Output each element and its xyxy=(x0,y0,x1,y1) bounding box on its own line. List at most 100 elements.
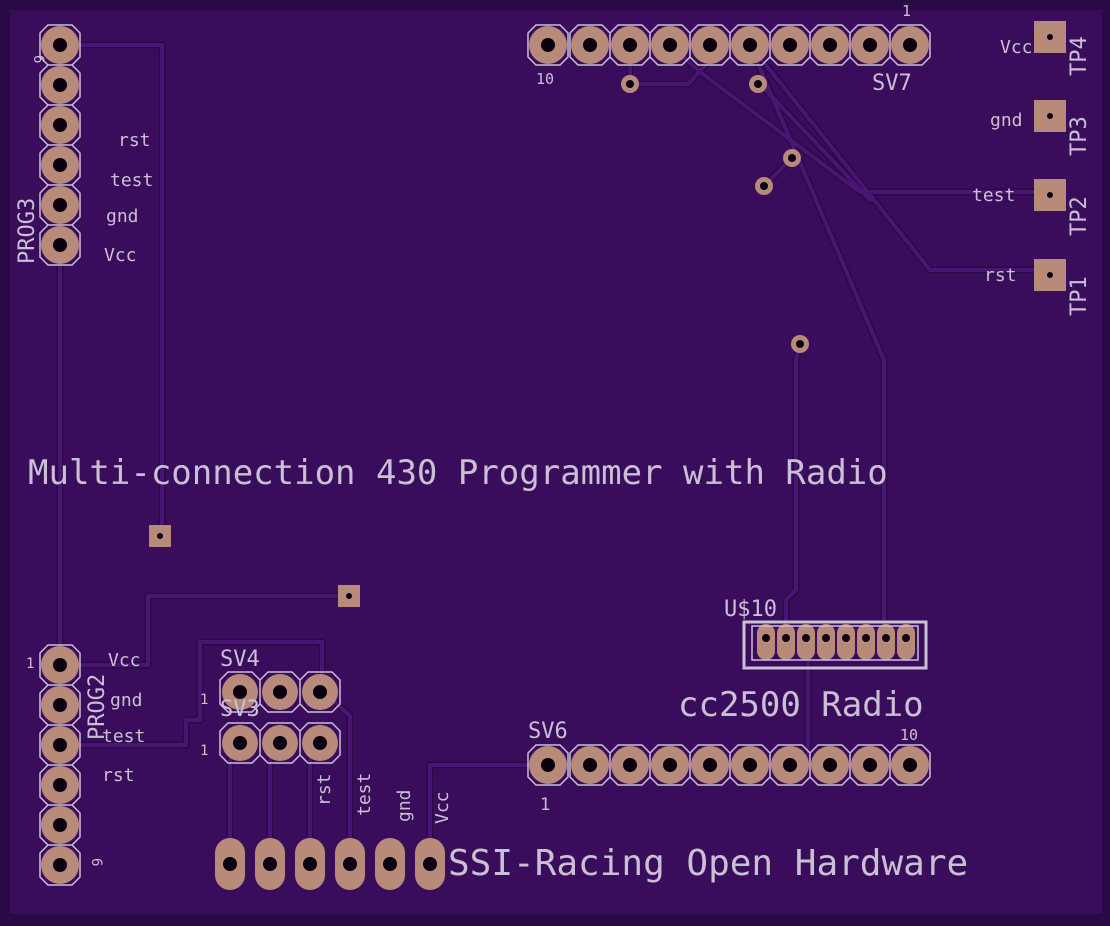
tp1-label: rst xyxy=(984,265,1017,286)
u10-pin-4-hole xyxy=(822,634,830,642)
bottom-pad-1-hole xyxy=(223,857,237,871)
bottom-pad-2-hole xyxy=(263,857,277,871)
u10-pin-3-hole xyxy=(802,634,810,642)
sv6-pin-9-hole xyxy=(863,758,877,772)
tp2-label: test xyxy=(972,185,1015,206)
prog3-name: PROG3 xyxy=(15,198,40,264)
u10-pin-8-hole xyxy=(902,634,910,642)
testpoint-pad-2-hole xyxy=(1047,192,1053,198)
tp2-name: TP2 xyxy=(1067,196,1092,236)
u10-pin-7-hole xyxy=(882,634,890,642)
sv6-pin-last: 10 xyxy=(900,726,918,744)
u10-pin-1-hole xyxy=(762,634,770,642)
sv7-pin-first: 1 xyxy=(902,2,911,20)
sv3-pin-2-hole xyxy=(273,736,287,750)
sv6-pin-4-hole xyxy=(663,758,677,772)
prog3-pin-6-hole xyxy=(53,38,67,52)
sv3-pin-3-hole xyxy=(313,736,327,750)
sv7-pin-10-hole xyxy=(541,38,555,52)
board-title: Multi-connection 430 Programmer with Rad… xyxy=(28,453,888,493)
prog2-label-vcc: Vcc xyxy=(108,650,141,671)
trace-16 xyxy=(784,342,802,642)
prog3-label-vcc: Vcc xyxy=(104,245,137,266)
prog2-pin-last: 6 xyxy=(88,858,104,866)
prog3-label-gnd: gnd xyxy=(106,206,139,227)
prog3-outline xyxy=(39,24,81,266)
bottom-pad-6-hole xyxy=(423,857,437,871)
tp3-name: TP3 xyxy=(1067,116,1092,156)
sv3-pin-1-hole xyxy=(233,736,247,750)
prog3-pin-number: 6 xyxy=(30,55,46,63)
trace-2 xyxy=(58,594,351,667)
sv6-name: SV6 xyxy=(528,719,568,744)
prog2-pin-6-hole xyxy=(53,858,67,872)
trace-8 xyxy=(428,763,550,864)
prog2-pin-3-hole xyxy=(53,738,67,752)
prog2-name: PROG2 xyxy=(85,674,110,740)
via-sv7-b-hole xyxy=(754,80,762,88)
sv6-outline xyxy=(527,744,931,786)
u10-pin-2-hole xyxy=(782,634,790,642)
testpoint-pad-1-hole xyxy=(1047,272,1053,278)
prog2-outline xyxy=(39,644,81,886)
bottom-label-test: test xyxy=(354,773,375,816)
sv7-pin-2-hole xyxy=(863,38,877,52)
sv7-pin-9-hole xyxy=(583,38,597,52)
tp4-label: Vcc xyxy=(1000,37,1033,58)
sv3-outline xyxy=(219,722,341,764)
sv6-pin-5-hole xyxy=(703,758,717,772)
pads xyxy=(41,21,1066,890)
trace-12 xyxy=(748,43,1052,272)
via-sv7-a-hole xyxy=(626,80,634,88)
via-c-hole xyxy=(788,154,796,162)
radio-label: cc2500 Radio xyxy=(678,685,924,725)
u10-pin-5-hole xyxy=(842,634,850,642)
testpoint-pad-3-hole xyxy=(1047,113,1053,119)
trace-14 xyxy=(758,82,872,202)
sv6-pin-6-hole xyxy=(743,758,757,772)
bottom-label-gnd: gnd xyxy=(394,789,415,822)
sv6-pin-7-hole xyxy=(783,758,797,772)
tp4-name: TP4 xyxy=(1067,36,1092,76)
bottom-label-vcc: Vcc xyxy=(432,791,453,824)
prog3-pin-5-hole xyxy=(53,78,67,92)
sv6-pin-3-hole xyxy=(623,758,637,772)
prog2-pin-first: 1 xyxy=(26,656,34,672)
trace-0 xyxy=(58,43,164,538)
sv4-pin-2-hole xyxy=(273,685,287,699)
testpoint-pad-4-hole xyxy=(1047,34,1053,40)
sv7-pin-4-hole xyxy=(783,38,797,52)
sv7-pin-6-hole xyxy=(703,38,717,52)
bottom-pad-4-hole xyxy=(343,857,357,871)
tp3-label: gnd xyxy=(990,110,1023,131)
prog3-pin-3-hole xyxy=(53,158,67,172)
bottom-pad-3-hole xyxy=(303,857,317,871)
board-footer: SSI-Racing Open Hardware xyxy=(448,843,968,884)
prog3-pin-2-hole xyxy=(53,198,67,212)
prog2-pin-2-hole xyxy=(53,698,67,712)
sv7-pin-7-hole xyxy=(663,38,677,52)
via-e-hole xyxy=(796,340,804,348)
sv7-pin-last: 10 xyxy=(536,70,554,88)
via-d-hole xyxy=(760,182,768,190)
prog3-label-test: test xyxy=(110,170,153,191)
sv7-pin-8-hole xyxy=(623,38,637,52)
prog2-pin-4-hole xyxy=(53,778,67,792)
sv7-name: SV7 xyxy=(872,71,912,96)
trace-3 xyxy=(58,640,324,747)
sv7-pin-1-hole xyxy=(903,38,917,52)
prog2-label-gnd: gnd xyxy=(110,690,143,711)
prog2-label-rst: rst xyxy=(102,765,135,786)
sv6-pin-8-hole xyxy=(823,758,837,772)
prog3-label-rst: rst xyxy=(118,130,151,151)
prog3-pin-4-hole xyxy=(53,118,67,132)
bottom-pad-5-hole xyxy=(383,857,397,871)
silkscreen-outlines xyxy=(39,24,931,886)
sv6-pin-10-hole xyxy=(903,758,917,772)
sv4-name: SV4 xyxy=(220,647,260,672)
u10-name: U$10 xyxy=(724,597,777,622)
sv6-pin-2-hole xyxy=(583,758,597,772)
sv7-pin-3-hole xyxy=(823,38,837,52)
sv4-pin-1-hole xyxy=(233,685,247,699)
